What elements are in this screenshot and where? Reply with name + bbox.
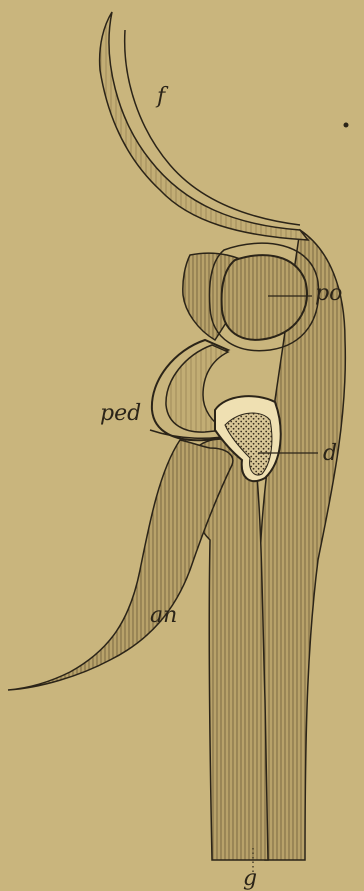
f-inner-strand (125, 30, 300, 225)
an-spine (8, 440, 233, 690)
label-ped: ped (100, 401, 141, 426)
label-d: d (323, 441, 337, 466)
label-g: g (243, 866, 257, 891)
label-an: an (150, 603, 177, 628)
label-f: f (155, 84, 169, 109)
f-flagellum (100, 12, 308, 240)
stray-dot (344, 123, 349, 128)
label-po: po (315, 281, 342, 306)
